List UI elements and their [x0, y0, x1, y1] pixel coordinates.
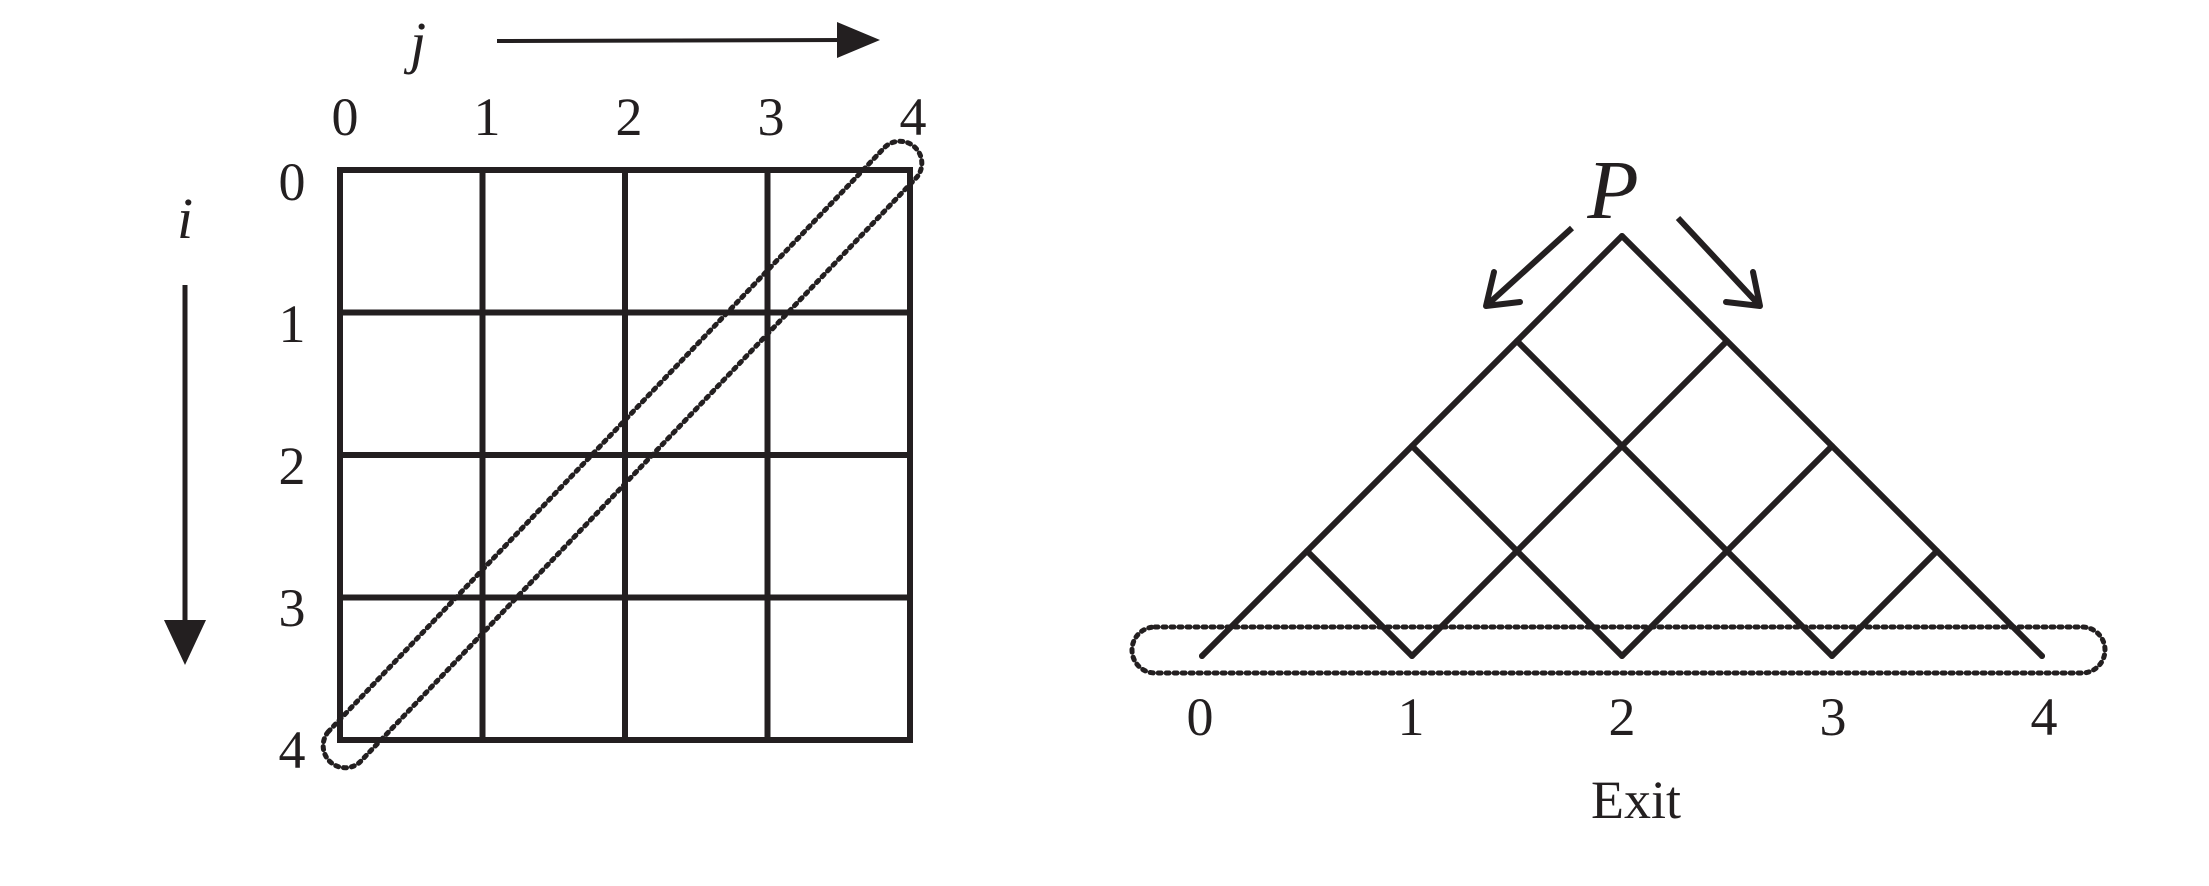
lattice-edge [1409, 443, 1625, 659]
lattice-panel: P 0 1 2 3 4 Exit [1129, 144, 2108, 830]
exit-label: 3 [1820, 687, 1847, 747]
row-label: 3 [279, 578, 306, 638]
left-branch-arrow-icon [1483, 225, 1575, 309]
row-label: 1 [279, 294, 306, 354]
lattice [1199, 233, 2045, 659]
exit-label: 4 [2031, 687, 2058, 747]
col-label: 1 [474, 87, 501, 147]
col-label: 4 [900, 87, 927, 147]
col-label: 2 [616, 87, 643, 147]
col-label: 3 [758, 87, 785, 147]
lattice-edge [1619, 233, 2045, 659]
exit-label: 2 [1609, 687, 1636, 747]
row-label: 4 [279, 720, 306, 780]
row-label: 0 [279, 152, 306, 212]
exit-row-outline [1129, 624, 2108, 676]
grid-panel: j 0 1 2 3 4 i 0 1 2 3 4 [164, 10, 927, 780]
col-axis-label: j [403, 10, 426, 75]
col-label: 0 [332, 87, 359, 147]
row-axis-label: i [177, 186, 193, 251]
exit-labels: 0 1 2 3 4 [1187, 687, 2058, 747]
exit-label: 1 [1398, 687, 1425, 747]
exit-caption: Exit [1591, 770, 1681, 830]
lattice-edge [1409, 338, 1730, 659]
row-labels: 0 1 2 3 4 [279, 152, 306, 780]
col-labels: 0 1 2 3 4 [332, 87, 927, 147]
lattice-edge [1514, 338, 1835, 659]
lattice-edge [1829, 548, 1940, 659]
apex-label: P [1586, 144, 1638, 237]
anti-diagonal-outline [320, 138, 925, 771]
right-branch-arrow-icon [1675, 215, 1763, 309]
grid [337, 167, 913, 743]
exit-label: 0 [1187, 687, 1214, 747]
row-axis-arrow [164, 285, 206, 665]
lattice-edge [1304, 548, 1415, 659]
row-label: 2 [279, 436, 306, 496]
col-axis-arrow [496, 22, 880, 58]
